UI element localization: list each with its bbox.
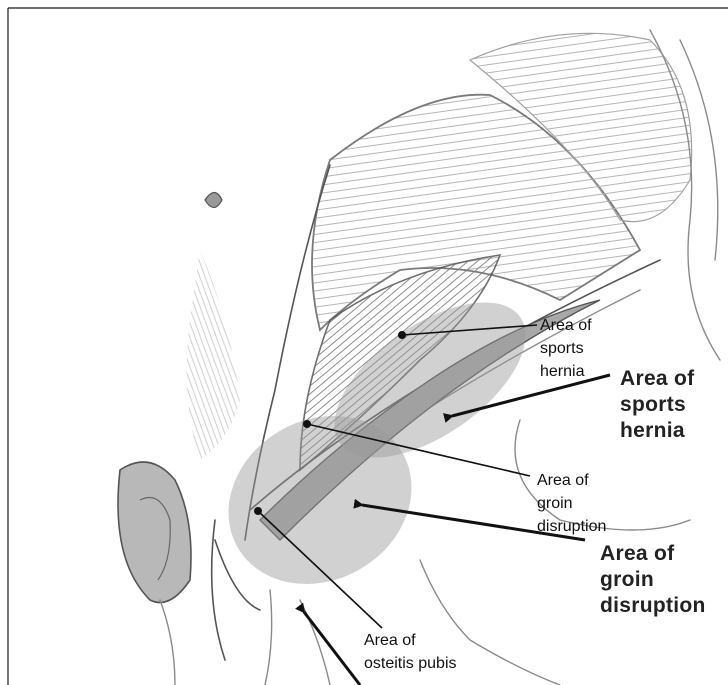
label-osteitis-pubis-line2: osteitis pubis: [364, 655, 457, 672]
label-groin-disruption-small-line3: disruption: [537, 518, 606, 535]
label-sports-hernia-large-line1: Area of: [620, 367, 695, 390]
dot-osteitis-pubis: [254, 507, 262, 515]
label-groin-disruption-large-line1: Area of: [600, 542, 675, 565]
label-sports-hernia-small-line1: Area of: [540, 317, 592, 334]
label-sports-hernia-small-line2: sports: [540, 340, 584, 357]
label-groin-disruption-large-line2: groin: [600, 568, 654, 591]
label-sports-hernia-large-line3: hernia: [620, 419, 685, 442]
label-groin-disruption-small-line1: Area of: [537, 472, 589, 489]
dot-groin-disruption: [303, 420, 311, 428]
label-sports-hernia-large-line2: sports: [620, 393, 686, 416]
label-groin-disruption-large-line3: disruption: [600, 594, 706, 617]
label-groin-disruption-small-line2: groin: [537, 495, 573, 512]
label-sports-hernia-small-line3: hernia: [540, 363, 585, 380]
dot-sports-hernia: [398, 331, 406, 339]
label-osteitis-pubis-line1: Area of: [364, 632, 416, 649]
